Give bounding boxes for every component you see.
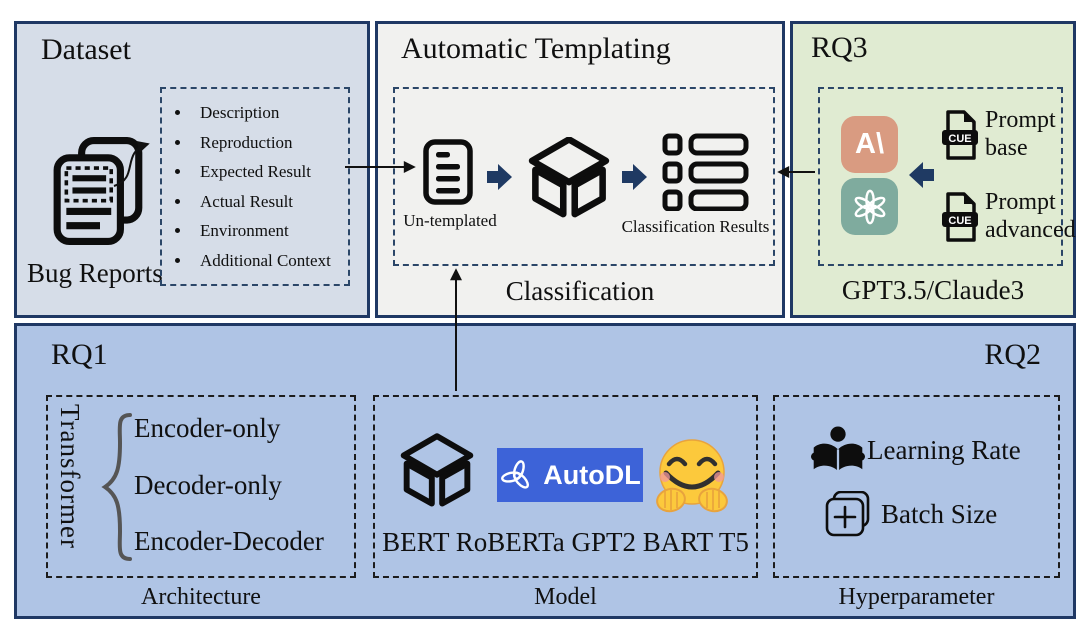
claude-icon: A\ (841, 116, 898, 173)
field-item: Description (192, 98, 348, 128)
bug-reports-icon (49, 136, 151, 246)
autodl-logo: AutoDL (497, 448, 643, 502)
rq1-title: RQ1 (51, 338, 108, 371)
claude-logo-glyph: A\ (855, 128, 884, 160)
prompt-base-label: Prompt base (985, 107, 1056, 161)
bug-report-fields-box: Description Reproduction Expected Result… (160, 87, 350, 286)
field-item: Expected Result (192, 157, 348, 187)
field-item: Reproduction (192, 128, 348, 158)
model-cube-icon (528, 137, 610, 219)
field-item: Environment (192, 216, 348, 246)
rq1-rq2-panel: RQ1 RQ2 Transformer Encoder-only Decoder… (14, 323, 1076, 619)
flow-arrow-right-icon (622, 163, 648, 191)
hyperparameter-caption: Hyperparameter (838, 584, 995, 610)
flow-arrow-right-icon (487, 163, 513, 191)
model-caption: Model (534, 584, 597, 610)
bug-report-field-list: Description Reproduction Expected Result… (162, 98, 348, 276)
autodl-label: AutoDL (543, 459, 641, 490)
rq3-panel: RQ3 A\ (790, 21, 1076, 318)
brace-glyph (100, 411, 134, 563)
classification-pipeline-box: Un-templated (393, 87, 775, 266)
architecture-item: Decoder-only (134, 470, 282, 500)
openai-icon (841, 178, 898, 235)
architecture-caption: Architecture (141, 584, 261, 610)
transformer-axis-label: Transformer (55, 404, 85, 549)
llm-prompting-box: A\ (818, 87, 1076, 266)
cue-file-label: CUE (948, 215, 971, 227)
hyperparameter-item: Learning Rate (867, 435, 1021, 465)
prompt-advanced-file-icon: CUE (941, 192, 979, 242)
classification-results-icon (662, 133, 750, 211)
dataset-panel: Dataset Bug Reports Description Reproduc… (14, 21, 370, 318)
prompt-advanced-label: Prompt advanced (985, 189, 1076, 243)
model-cube-icon (400, 431, 474, 511)
architecture-item: Encoder-only (134, 413, 281, 443)
architecture-box: Transformer Encoder-only Decoder-only En… (46, 395, 356, 578)
batch-size-icon (825, 491, 871, 537)
field-item: Actual Result (192, 187, 348, 217)
flow-arrow-left-icon (908, 161, 934, 189)
templating-panel: Automatic Templating Un-templated (375, 21, 785, 318)
hyperparameter-box: Learning Rate Batch Size (773, 395, 1060, 578)
dataset-title: Dataset (41, 33, 131, 66)
architecture-item: Encoder-Decoder (134, 526, 324, 556)
learning-rate-icon (811, 426, 865, 480)
cue-file-label: CUE (948, 133, 971, 145)
rq3-caption: GPT3.5/Claude3 (841, 275, 1025, 305)
templating-title: Automatic Templating (401, 32, 671, 65)
untemplated-document-icon (423, 139, 473, 205)
classification-results-label: Classification Results (621, 217, 770, 236)
untemplated-label: Un-templated (403, 211, 497, 230)
autodl-swirl-icon (501, 460, 530, 489)
huggingface-icon (652, 437, 732, 515)
bug-reports-caption: Bug Reports (27, 258, 163, 288)
model-names: BERT RoBERTa GPT2 BART T5 (382, 527, 749, 557)
model-box: AutoDL (373, 395, 758, 578)
prompt-base-file-icon: CUE (941, 110, 979, 160)
field-item: Additional Context (192, 246, 348, 276)
classification-caption: Classification (505, 276, 655, 306)
hyperparameter-item: Batch Size (881, 499, 998, 529)
rq3-title: RQ3 (811, 31, 868, 64)
rq2-title: RQ2 (984, 338, 1041, 371)
